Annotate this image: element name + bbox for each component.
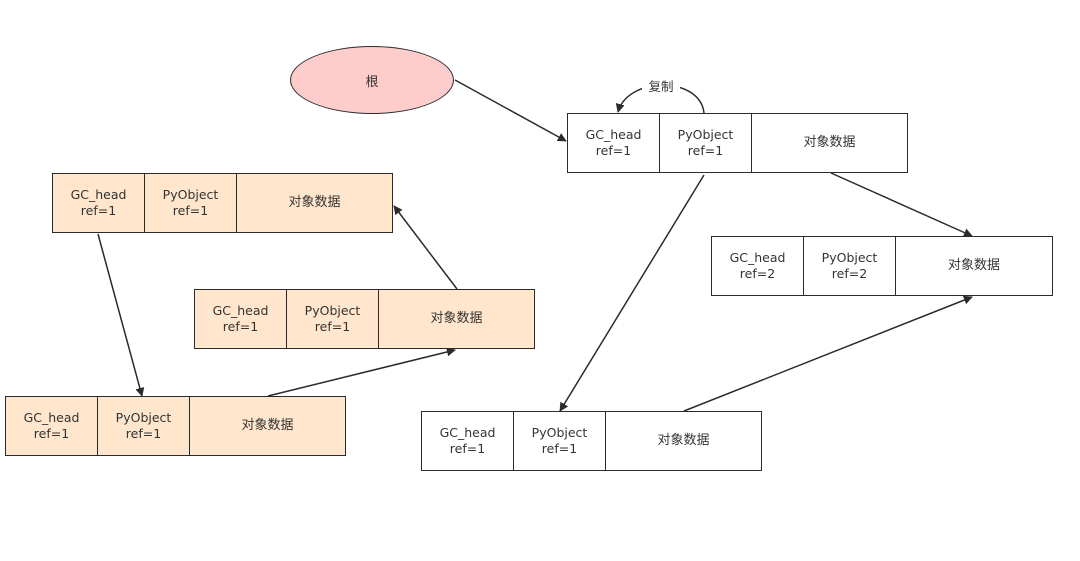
gc-head-cell: GC_head ref=1 [422,412,514,470]
gc-head-label: GC_head [212,303,269,318]
arrow-object-a-to-object-c [559,174,705,412]
arrow-root-to-object-a [454,79,567,142]
gc-head-cell: GC_head ref=1 [53,174,145,232]
object-d: GC_head ref=1 PyObject ref=1 对象数据 [52,173,393,233]
pyobject-cell: PyObject ref=2 [804,237,896,295]
object-data-cell: 对象数据 [752,114,907,172]
arrow-object-e-to-object-d [393,205,458,290]
gc-head-label: GC_head [70,187,127,202]
gc-head-refcount: ref=1 [595,143,632,158]
pyobject-refcount: ref=1 [687,143,724,158]
pyobject-label: PyObject [531,425,588,440]
gc-head-refcount: ref=1 [33,426,70,441]
gc-head-refcount: ref=2 [739,266,776,281]
pyobject-refcount: ref=2 [831,266,868,281]
object-f: GC_head ref=1 PyObject ref=1 对象数据 [5,396,346,456]
gc-head-label: GC_head [729,250,786,265]
gc-head-cell: GC_head ref=2 [712,237,804,295]
object-data-cell: 对象数据 [379,290,534,348]
object-data-label: 对象数据 [430,311,483,326]
arrow-object-f-to-object-e [267,347,456,397]
root-label: 根 [365,74,379,90]
object-a: GC_head ref=1 PyObject ref=1 对象数据 [567,113,908,173]
gc-head-refcount: ref=1 [80,203,117,218]
object-data-cell: 对象数据 [606,412,761,470]
object-data-label: 对象数据 [241,418,294,433]
gc-head-cell: GC_head ref=1 [6,397,98,455]
gc-head-cell: GC_head ref=1 [195,290,287,348]
arrow-object-a-to-object-b [830,172,973,237]
gc-head-label: GC_head [23,410,80,425]
pyobject-label: PyObject [821,250,878,265]
object-c: GC_head ref=1 PyObject ref=1 对象数据 [421,411,762,471]
pyobject-label: PyObject [162,187,219,202]
gc-head-label: GC_head [439,425,496,440]
pyobject-cell: PyObject ref=1 [145,174,237,232]
root-node: 根 [290,46,454,114]
gc-head-label: GC_head [585,127,642,142]
arrow-object-c-to-object-b [683,295,973,412]
pyobject-cell: PyObject ref=1 [660,114,752,172]
gc-head-refcount: ref=1 [222,319,259,334]
pyobject-refcount: ref=1 [541,441,578,456]
pyobject-label: PyObject [115,410,172,425]
arrow-object-d-to-object-f [97,233,145,397]
object-data-cell: 对象数据 [190,397,345,455]
object-data-label: 对象数据 [947,258,1000,273]
object-data-label: 对象数据 [803,135,856,150]
object-data-label: 对象数据 [288,195,341,210]
object-data-cell: 对象数据 [896,237,1052,295]
object-b: GC_head ref=2 PyObject ref=2 对象数据 [711,236,1053,296]
gc-head-cell: GC_head ref=1 [568,114,660,172]
object-data-label: 对象数据 [657,433,710,448]
gc-head-refcount: ref=1 [449,441,486,456]
pyobject-label: PyObject [677,127,734,142]
self-copy-label: 复制 [642,79,680,95]
pyobject-cell: PyObject ref=1 [98,397,190,455]
pyobject-cell: PyObject ref=1 [287,290,379,348]
pyobject-label: PyObject [304,303,361,318]
pyobject-refcount: ref=1 [314,319,351,334]
pyobject-cell: PyObject ref=1 [514,412,606,470]
pyobject-refcount: ref=1 [172,203,209,218]
object-e: GC_head ref=1 PyObject ref=1 对象数据 [194,289,535,349]
pyobject-refcount: ref=1 [125,426,162,441]
object-data-cell: 对象数据 [237,174,392,232]
